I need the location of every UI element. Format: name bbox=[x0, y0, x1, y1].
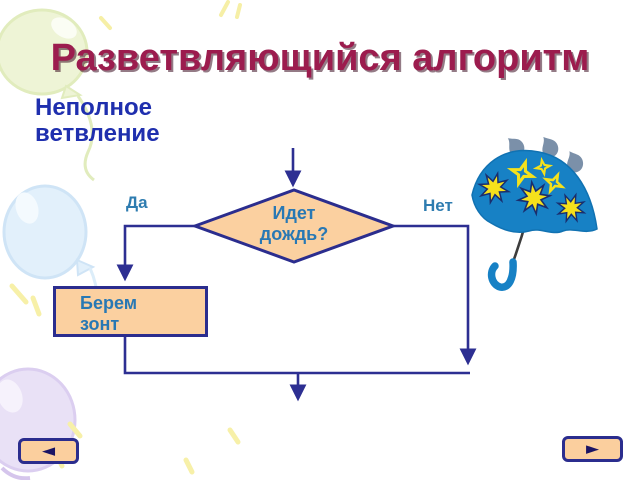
slide-title: Разветвляющийся алгоритм bbox=[50, 37, 590, 80]
umbrella-shaft bbox=[511, 217, 529, 263]
raindrops-icon bbox=[507, 136, 585, 174]
sparkle-icon bbox=[99, 0, 242, 30]
back-arrow-icon: ◄ bbox=[41, 440, 56, 461]
forward-button[interactable]: ► bbox=[562, 436, 623, 462]
flow-line-yes bbox=[116, 224, 196, 282]
no-branch-label: Нет bbox=[423, 196, 453, 215]
slide-subtitle: Неполное ветвление bbox=[35, 94, 160, 148]
flow-line-no bbox=[392, 224, 477, 366]
umbrella-canopy bbox=[471, 149, 598, 234]
action-label: Берем зонт bbox=[80, 293, 138, 334]
yes-branch-label: Да bbox=[126, 193, 148, 212]
flow-line-bottom bbox=[123, 337, 470, 375]
umbrella-icon bbox=[471, 136, 598, 291]
star-icons bbox=[476, 159, 589, 226]
decision-label: Идет дождь? bbox=[259, 203, 329, 244]
umbrella-hook bbox=[487, 258, 517, 291]
action-box: Берем зонт bbox=[53, 286, 208, 337]
forward-arrow-icon: ► bbox=[585, 438, 600, 459]
back-button[interactable]: ◄ bbox=[18, 438, 79, 464]
